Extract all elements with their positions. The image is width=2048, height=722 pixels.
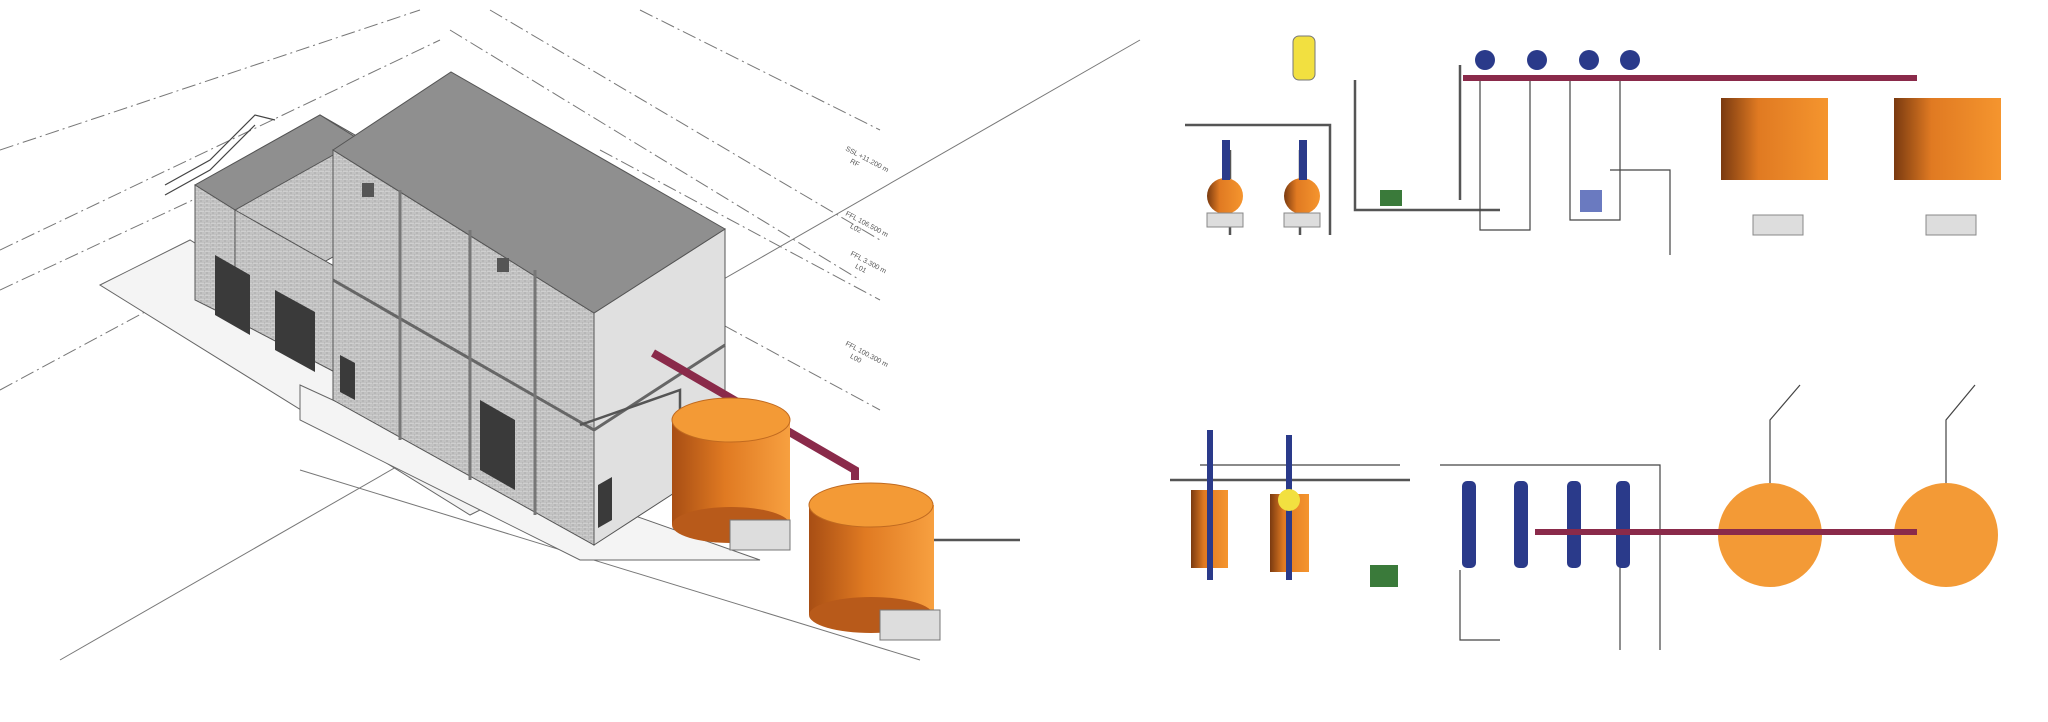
pump [1580, 190, 1602, 212]
storage-tank-plan [1894, 483, 1998, 587]
window [497, 258, 509, 272]
main-building [332, 71, 726, 546]
level-ref: L02 [849, 223, 863, 235]
level-ref: L00 [849, 353, 863, 365]
boiler [1206, 140, 1244, 228]
storage-tank-elev [1721, 98, 1828, 180]
plan-view [1170, 384, 1998, 650]
stair-railing [164, 114, 276, 186]
maroon-pipe [650, 349, 859, 480]
boiler [1283, 140, 1321, 228]
expansion-vessel [1292, 35, 1316, 81]
filter-row [1462, 481, 1630, 568]
burner-row [1475, 50, 1640, 70]
window [362, 183, 374, 197]
door [480, 400, 515, 490]
isometric-view: SSL +11.200 m RF FFL 106.500 m L02 FFL 3… [0, 9, 1141, 661]
door [598, 477, 612, 528]
garage-door [215, 255, 250, 335]
pump [1380, 190, 1402, 206]
garage-door [275, 290, 315, 372]
door [340, 355, 355, 400]
level-ref: RF [849, 158, 861, 169]
storage-tank-elev [1894, 98, 2001, 180]
level-ref: L01 [854, 263, 868, 275]
elevation-view [1185, 35, 2001, 255]
level-label: FFL 3.300 m [849, 251, 887, 276]
storage-tank [808, 482, 941, 641]
level-markers: SSL +11.200 m RF FFL 106.500 m L02 FFL 3… [844, 146, 890, 369]
storage-tank [671, 397, 791, 551]
